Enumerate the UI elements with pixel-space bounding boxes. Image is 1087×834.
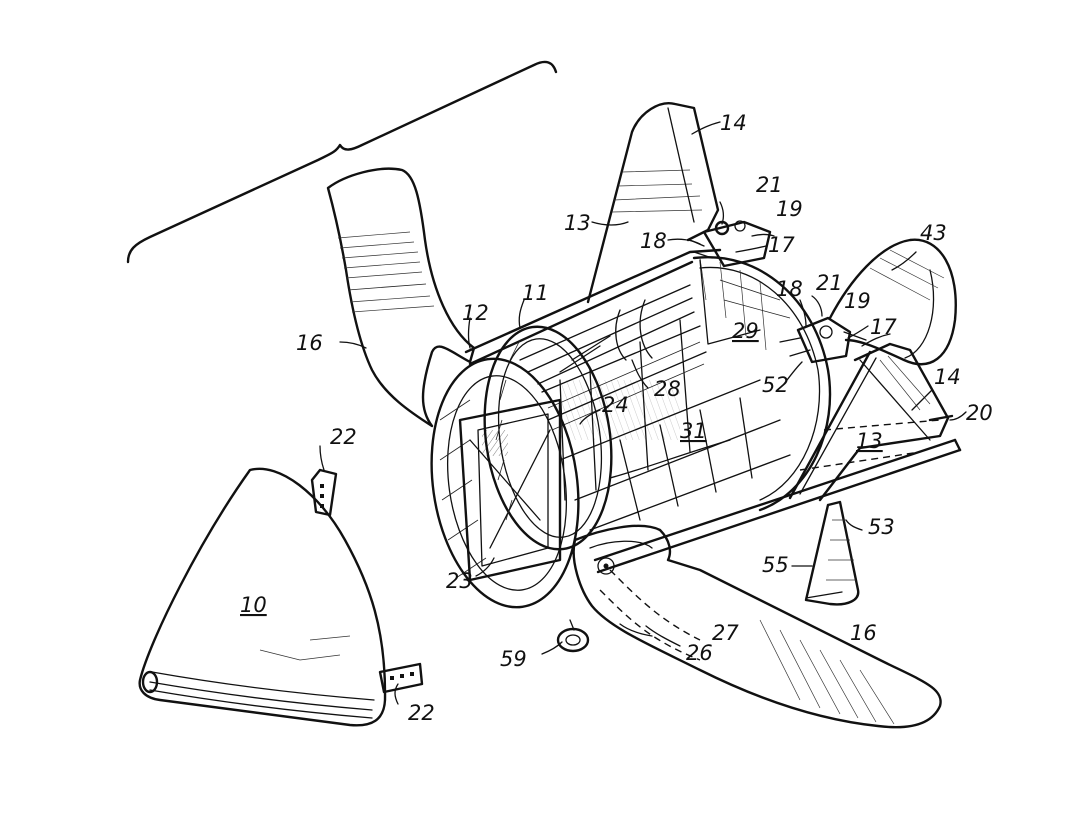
label-27: 27 bbox=[712, 621, 739, 645]
ventral-fin bbox=[804, 500, 860, 606]
rod-52 bbox=[788, 350, 872, 500]
grouping-brace bbox=[126, 60, 558, 264]
label-22-top: 22 bbox=[330, 425, 357, 449]
label-19-right: 19 bbox=[844, 289, 871, 313]
label-10: 10 bbox=[240, 593, 267, 617]
label-26: 26 bbox=[686, 641, 713, 665]
label-12: 12 bbox=[462, 301, 489, 325]
label-18-top: 18 bbox=[640, 229, 667, 253]
label-18-right: 18 bbox=[776, 277, 803, 301]
fuselage bbox=[464, 248, 962, 574]
label-23: 23 bbox=[446, 569, 473, 593]
label-17-top: 17 bbox=[768, 233, 795, 257]
hinge-assembly-right bbox=[779, 316, 867, 364]
label-14-right: 14 bbox=[934, 365, 961, 389]
label-31: 31 bbox=[680, 419, 707, 443]
label-53: 53 bbox=[868, 515, 895, 539]
label-20: 20 bbox=[966, 401, 993, 425]
label-11: 11 bbox=[522, 281, 549, 305]
wing-16-left bbox=[326, 167, 476, 428]
ring-11-24 bbox=[483, 325, 613, 551]
label-52: 52 bbox=[762, 373, 789, 397]
label-13-top: 13 bbox=[564, 211, 591, 235]
tail-fin-right bbox=[799, 342, 954, 502]
label-16-left: 16 bbox=[296, 331, 323, 355]
label-28: 28 bbox=[654, 377, 681, 401]
label-24: 24 bbox=[602, 393, 629, 417]
nose-cone-10 bbox=[138, 467, 424, 727]
label-17-right: 17 bbox=[870, 315, 897, 339]
wing-16-right bbox=[572, 524, 942, 729]
leader-lines bbox=[319, 121, 967, 705]
label-13-right: 13 bbox=[856, 429, 883, 453]
label-43: 43 bbox=[920, 221, 947, 245]
label-21-right: 21 bbox=[816, 271, 843, 295]
reference-labels: 14 13 21 19 18 17 43 21 18 19 17 12 11 1… bbox=[240, 111, 993, 725]
label-22-bottom: 22 bbox=[408, 701, 435, 725]
tail-fin-top bbox=[586, 102, 720, 304]
label-19-top: 19 bbox=[776, 197, 803, 221]
label-55: 55 bbox=[762, 553, 789, 577]
label-59: 59 bbox=[500, 647, 527, 671]
wheel-59 bbox=[556, 619, 590, 653]
label-16-right: 16 bbox=[850, 621, 877, 645]
label-21-top: 21 bbox=[756, 173, 783, 197]
label-14-top: 14 bbox=[720, 111, 747, 135]
label-29: 29 bbox=[732, 319, 759, 343]
tubes-28 bbox=[615, 299, 653, 361]
